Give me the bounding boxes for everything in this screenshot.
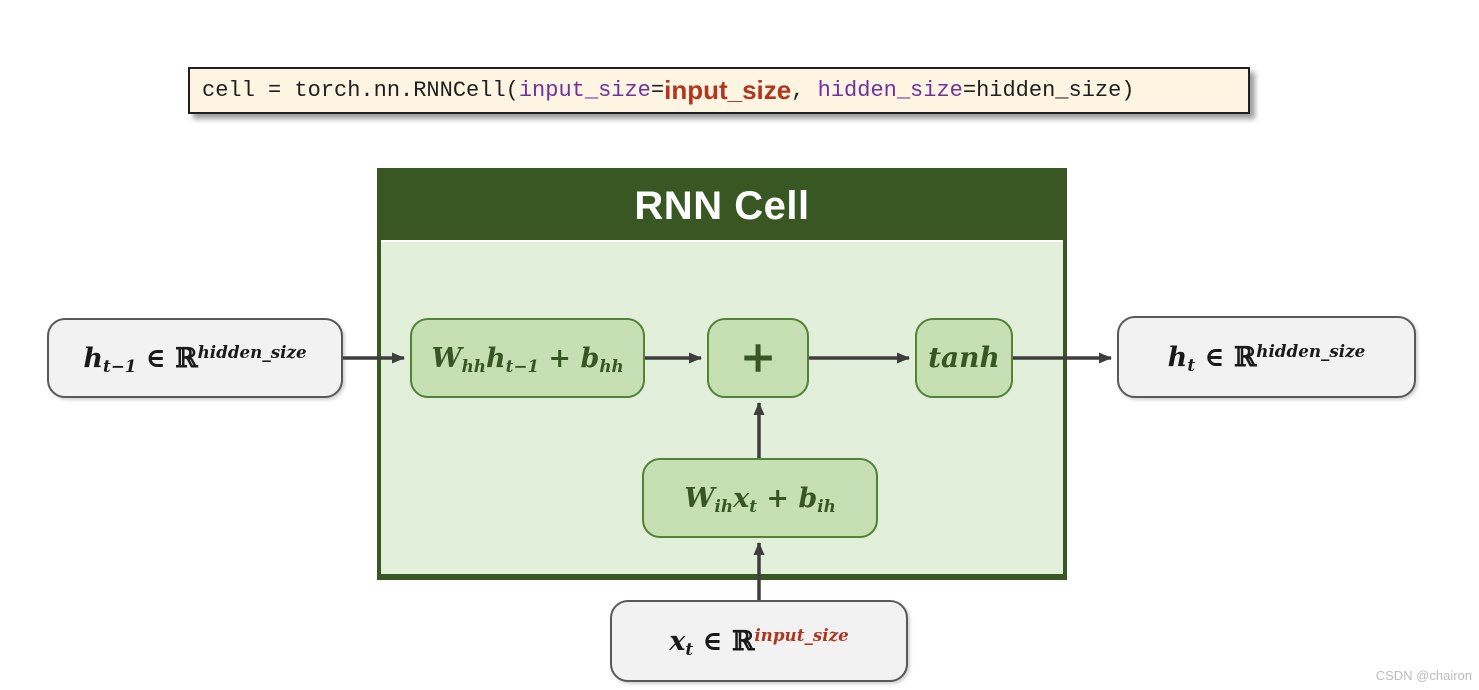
node-whh-linear: Whhht−1 + bhh (410, 318, 645, 398)
node-hidden-out: ht ∈ ℝhidden_size (1117, 316, 1416, 398)
node-hidden-prev: ht−1 ∈ ℝhidden_size (47, 318, 343, 398)
rnn-cell-title: RNN Cell (634, 183, 810, 228)
whh-formula: Whhht−1 + bhh (431, 342, 624, 376)
node-wih-linear: Wihxt + bih (642, 458, 878, 538)
node-sum: + (707, 318, 809, 398)
hidden-prev-formula: ht−1 ∈ ℝhidden_size (83, 341, 307, 376)
tanh-label: tanh (928, 341, 1000, 374)
code-snippet: cell = torch.nn.RNNCell(input_size=input… (188, 67, 1250, 114)
node-input: xt ∈ ℝinput_size (610, 600, 908, 682)
watermark: CSDN @chairon (1375, 668, 1472, 683)
wih-formula: Wihxt + bih (684, 482, 836, 516)
hidden-out-formula: ht ∈ ℝhidden_size (1167, 340, 1366, 375)
input-formula: xt ∈ ℝinput_size (669, 624, 849, 659)
plus-sign: + (739, 332, 777, 383)
rnn-cell-header: RNN Cell (381, 172, 1063, 240)
node-tanh: tanh (915, 318, 1013, 398)
